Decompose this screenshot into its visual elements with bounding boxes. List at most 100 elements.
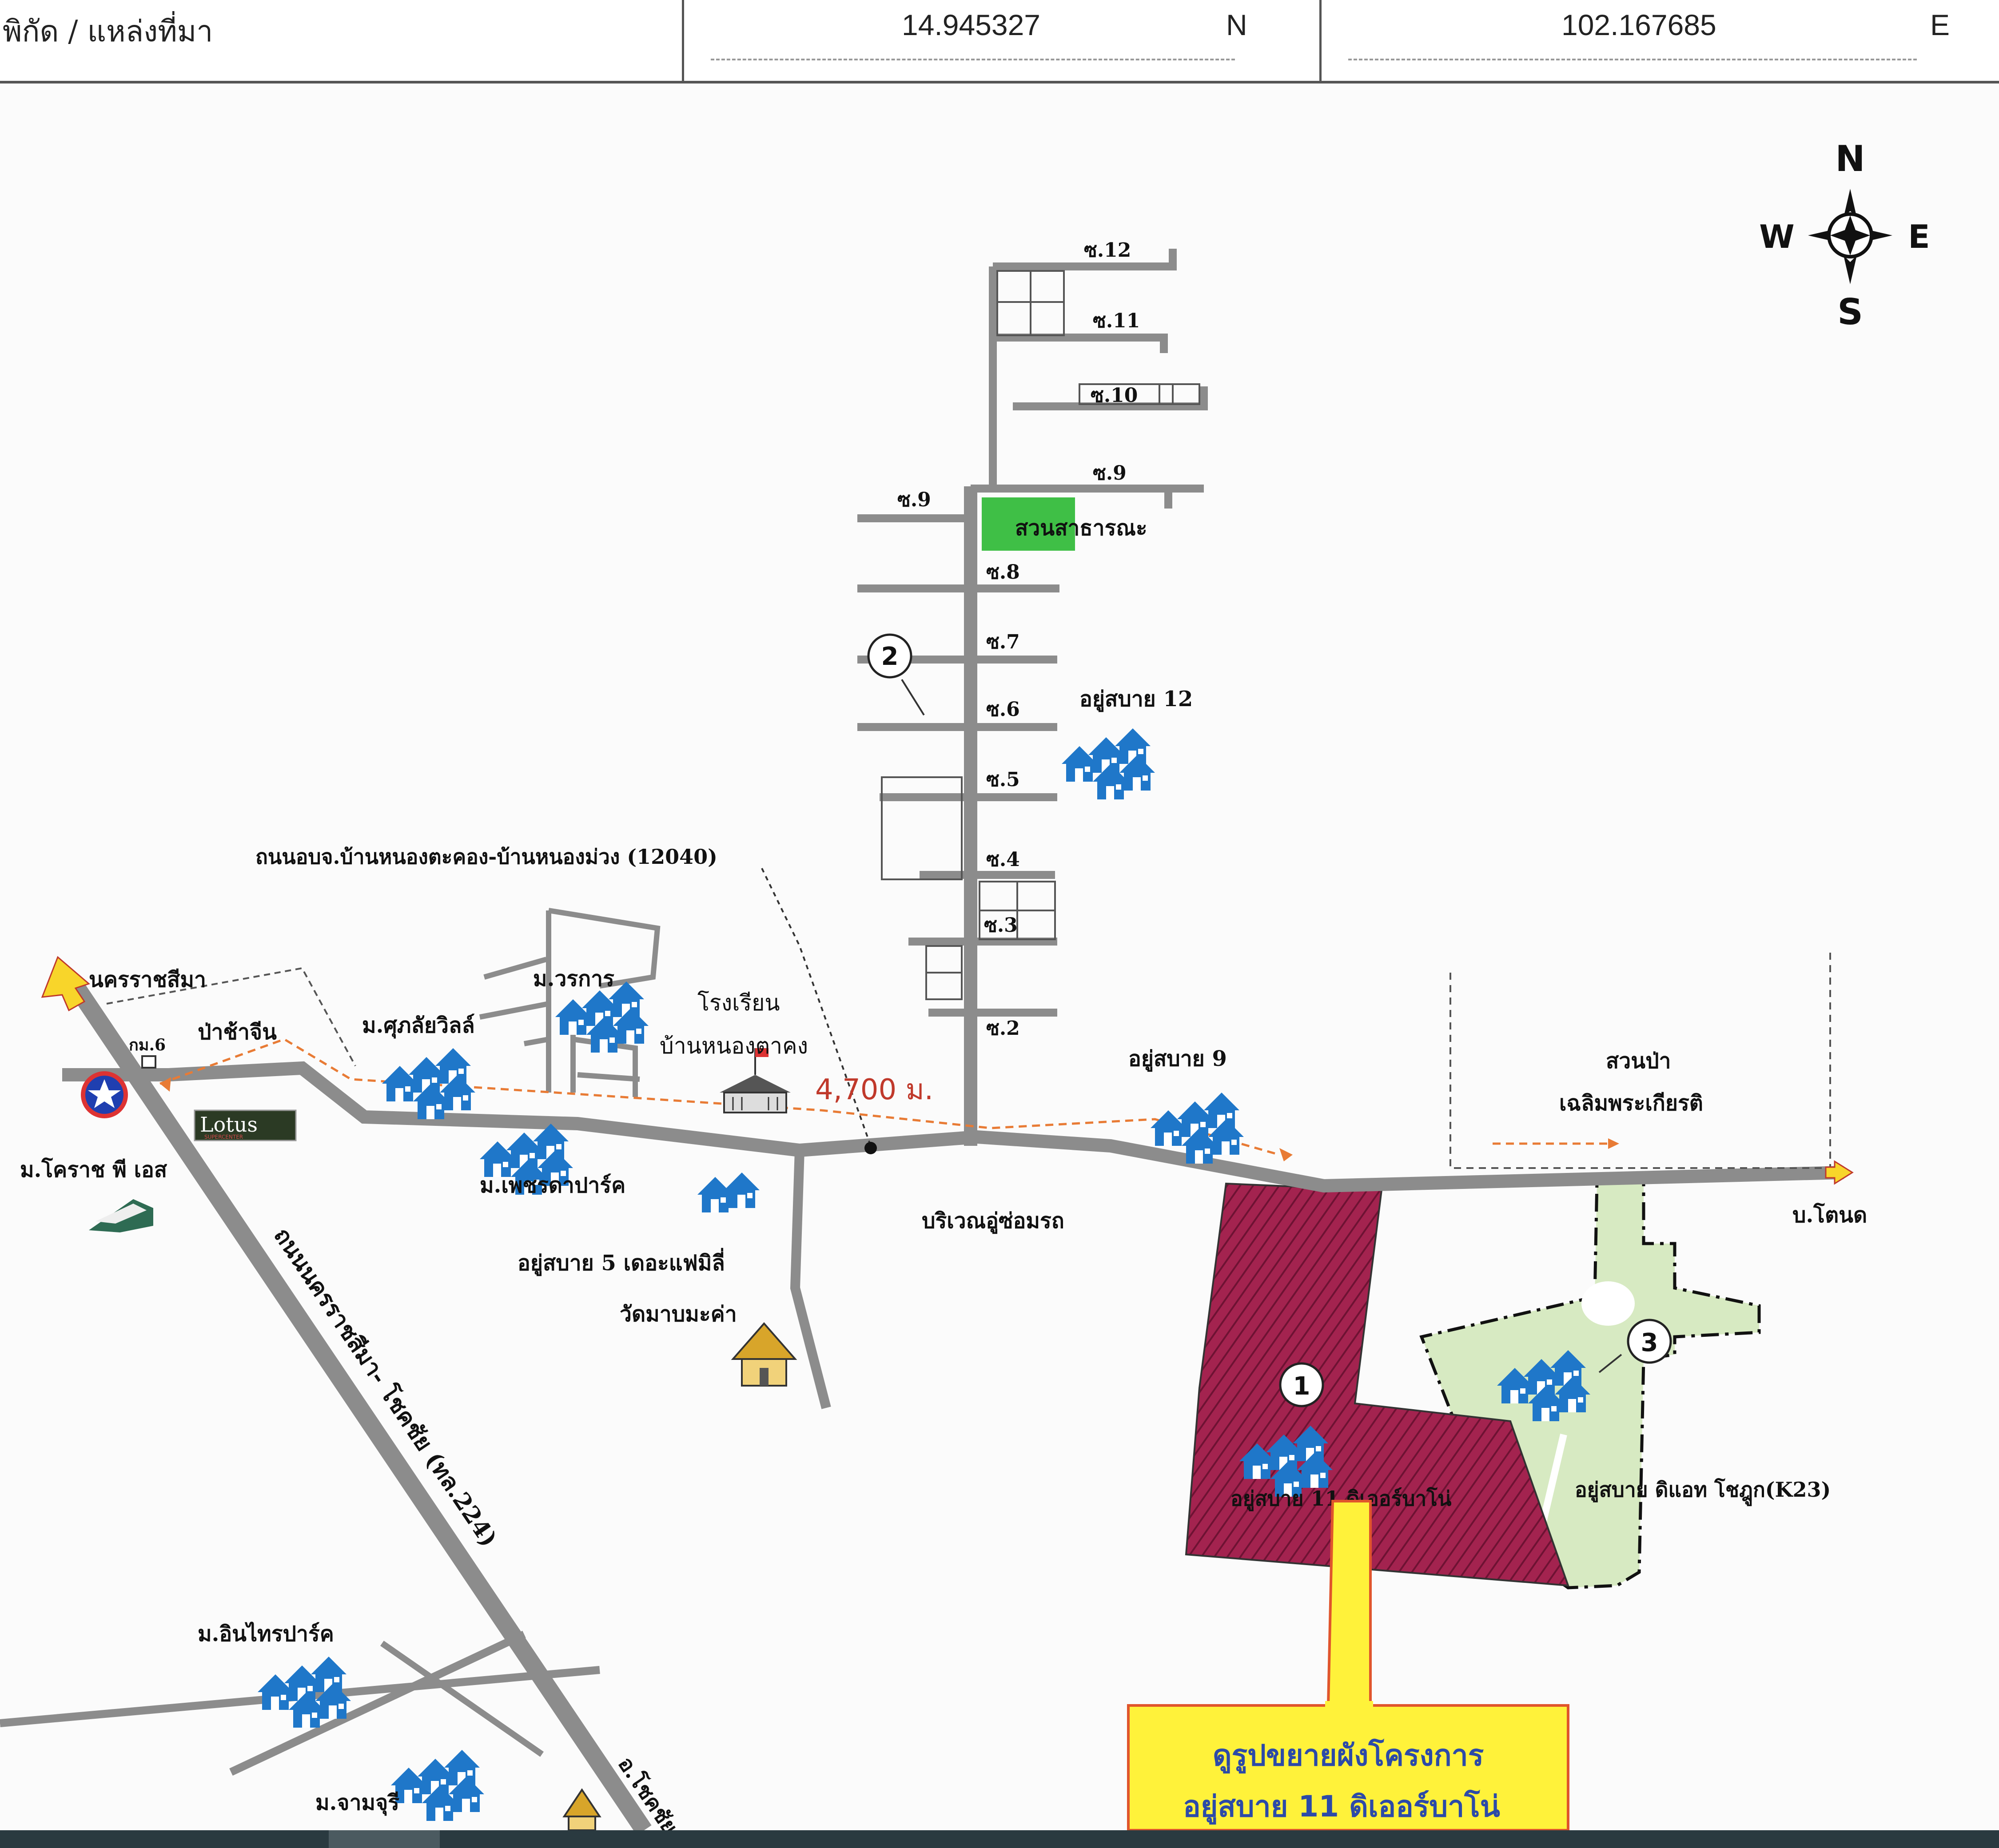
forest-label-1: สวนป่า (1606, 1049, 1671, 1073)
marker-2: 2 (867, 633, 925, 716)
arrow-northwest-korat (41, 956, 90, 1012)
callout-join (1325, 1701, 1373, 1710)
soi-roads (857, 249, 1208, 1017)
header-label: พิกัด / แหล่งที่มา (3, 14, 213, 48)
wat-label: วัดมาบมะค่า (620, 1302, 737, 1327)
project-12-label: อยู่สบาย 12 (1079, 687, 1193, 712)
project-9-label: อยู่สบาย 9 (1128, 1046, 1227, 1072)
km6-marker-icon (141, 1055, 156, 1069)
soi-8-label: ซ.8 (986, 561, 1020, 584)
compass-n: N (1836, 138, 1865, 179)
house-icon (555, 982, 649, 1053)
longitude-cell: 102.167685 E (1322, 0, 1995, 81)
km6-leader (106, 967, 356, 1066)
marker-1-label: 1 (1293, 1372, 1310, 1401)
route-arrow-west (160, 1077, 171, 1092)
footer-tab[interactable] (329, 1830, 440, 1848)
soi-4-label: ซ.4 (986, 848, 1020, 871)
suklai-label: ม.ศุภลัยวิลล์ (362, 1013, 475, 1039)
latitude-cell: 14.945327 N (684, 0, 1322, 81)
forest-route-arrow (1608, 1138, 1619, 1149)
korat-city-label: นครราชสีมา (89, 967, 206, 992)
footer-bar (0, 1830, 1999, 1848)
ban-tanot-label: บ.โตนด (1792, 1202, 1867, 1228)
soi-9-left-label: ซ.9 (897, 489, 931, 511)
compass-e: E (1908, 218, 1930, 255)
header-label-cell: พิกัด / แหล่งที่มา (0, 0, 684, 81)
road-name-leader (761, 868, 872, 1146)
route-path (159, 1038, 1280, 1156)
lotus-sub: SUPERCENTER (204, 1134, 243, 1140)
marker-3-label: 3 (1641, 1328, 1658, 1357)
callout-box[interactable] (1127, 1704, 1569, 1830)
road-name-label: ถนนอบจ.บ้านหนองตะคอง-บ้านหนองม่วง (12040… (255, 845, 717, 869)
temple-icon (562, 1788, 601, 1830)
k23-pond (1581, 1281, 1635, 1326)
school-icon (720, 1048, 791, 1113)
korat-ps-label: ม.โคราช พี เอส (20, 1157, 167, 1182)
soi-2-label: ซ.2 (986, 1017, 1020, 1040)
lotus-sign: Lotus SUPERCENTER (194, 1109, 297, 1141)
school-label-1: โรงเรียน (697, 990, 780, 1016)
soi-7-label: ซ.7 (986, 631, 1020, 653)
marker-3: 3 (1598, 1319, 1672, 1373)
park-label: สวนสาธารณะ (1015, 516, 1147, 540)
km6-label: กม.6 (129, 1036, 166, 1054)
factory-icon (89, 1199, 153, 1232)
route-arrow-east (1279, 1148, 1293, 1161)
school-label-2: บ้านหนองตาคง (660, 1033, 808, 1059)
house-icon (258, 1657, 351, 1728)
soi-10-label: ซ.10 (1091, 384, 1138, 407)
location-map: Lotus SUPERCENTER 2 1 3 N S W E ซ.12 ซ.1… (0, 138, 1930, 1830)
house-icon (1062, 728, 1155, 799)
worakarn-label: ม.วรการ (533, 966, 614, 991)
coordinate-header: พิกัด / แหล่งที่มา 14.945327 N 102.16768… (0, 0, 1999, 83)
longitude-direction: E (1930, 8, 1950, 41)
soi-6-label: ซ.6 (986, 698, 1020, 721)
callout-text-2: อยู่สบาย 11 ดิเออร์บาโน่ (1183, 1789, 1500, 1825)
callout-text-1: ดูรูปขยายผังโครงการ (1213, 1738, 1484, 1774)
temple-icon (731, 1322, 797, 1387)
main-road-12040 (62, 1061, 1844, 1193)
family-label: อยู่สบาย 5 เดอะแฟมิลี่ (518, 1248, 725, 1276)
soi-9-right-label: ซ.9 (1093, 462, 1127, 485)
compass-icon: N S W E (1759, 138, 1930, 333)
longitude-value: 102.167685 (1561, 8, 1716, 41)
marker-2-label: 2 (881, 642, 899, 671)
house-icon (724, 1172, 760, 1208)
house-icon (391, 1750, 484, 1821)
house-icon (697, 1177, 733, 1212)
distance-label: 4,700 ม. (815, 1073, 933, 1106)
highway-label: ถนนนครราชสีมา- โชคชัย (ทล.224) (268, 1223, 503, 1552)
plot-grid-lines (881, 270, 1200, 1000)
petch-label: ม.เพชรดาปาร์ค (480, 1173, 625, 1198)
k23-label: อยู่สบาย ดิแอท โชฎูก(K23) (1575, 1478, 1831, 1506)
forest-label-2: เฉลิมพระเกียรติ (1559, 1091, 1703, 1116)
marker-1: 1 (1279, 1362, 1324, 1407)
side-road-south-3 (380, 1641, 544, 1757)
chamjuri-label: ม.จามจุรี (315, 1790, 399, 1816)
forest-boundary (1449, 950, 1831, 1169)
side-road-south-2 (229, 1630, 526, 1776)
longitude-dashline (1348, 59, 1917, 60)
gas-station-icon (81, 1071, 128, 1118)
compass-s: S (1837, 291, 1863, 333)
lotus-label: Lotus (200, 1113, 258, 1137)
soi-3-label: ซ.3 (984, 914, 1018, 937)
soi-12-label: ซ.12 (1084, 239, 1131, 262)
house-icon (382, 1048, 475, 1119)
compass-w: W (1759, 218, 1794, 255)
callout-pointer (1326, 1500, 1372, 1707)
arrow-east-ban-tanot (1825, 1160, 1854, 1185)
latitude-direction: N (1226, 8, 1247, 41)
soi-11-label: ซ.11 (1093, 310, 1140, 332)
repair-label: บริเวณอู่ซ่อมรถ (922, 1208, 1064, 1234)
branch-road (790, 1150, 831, 1409)
inthra-label: ม.อินไทรปาร์ค (198, 1621, 334, 1646)
public-park-area (982, 497, 1075, 551)
soi-5-label: ซ.5 (986, 768, 1020, 791)
highway-224 (68, 981, 652, 1830)
road-name-point (864, 1142, 877, 1154)
latitude-value: 14.945327 (902, 8, 1040, 41)
pacha-chin-label: ป่าช้าจีน (198, 1020, 277, 1045)
